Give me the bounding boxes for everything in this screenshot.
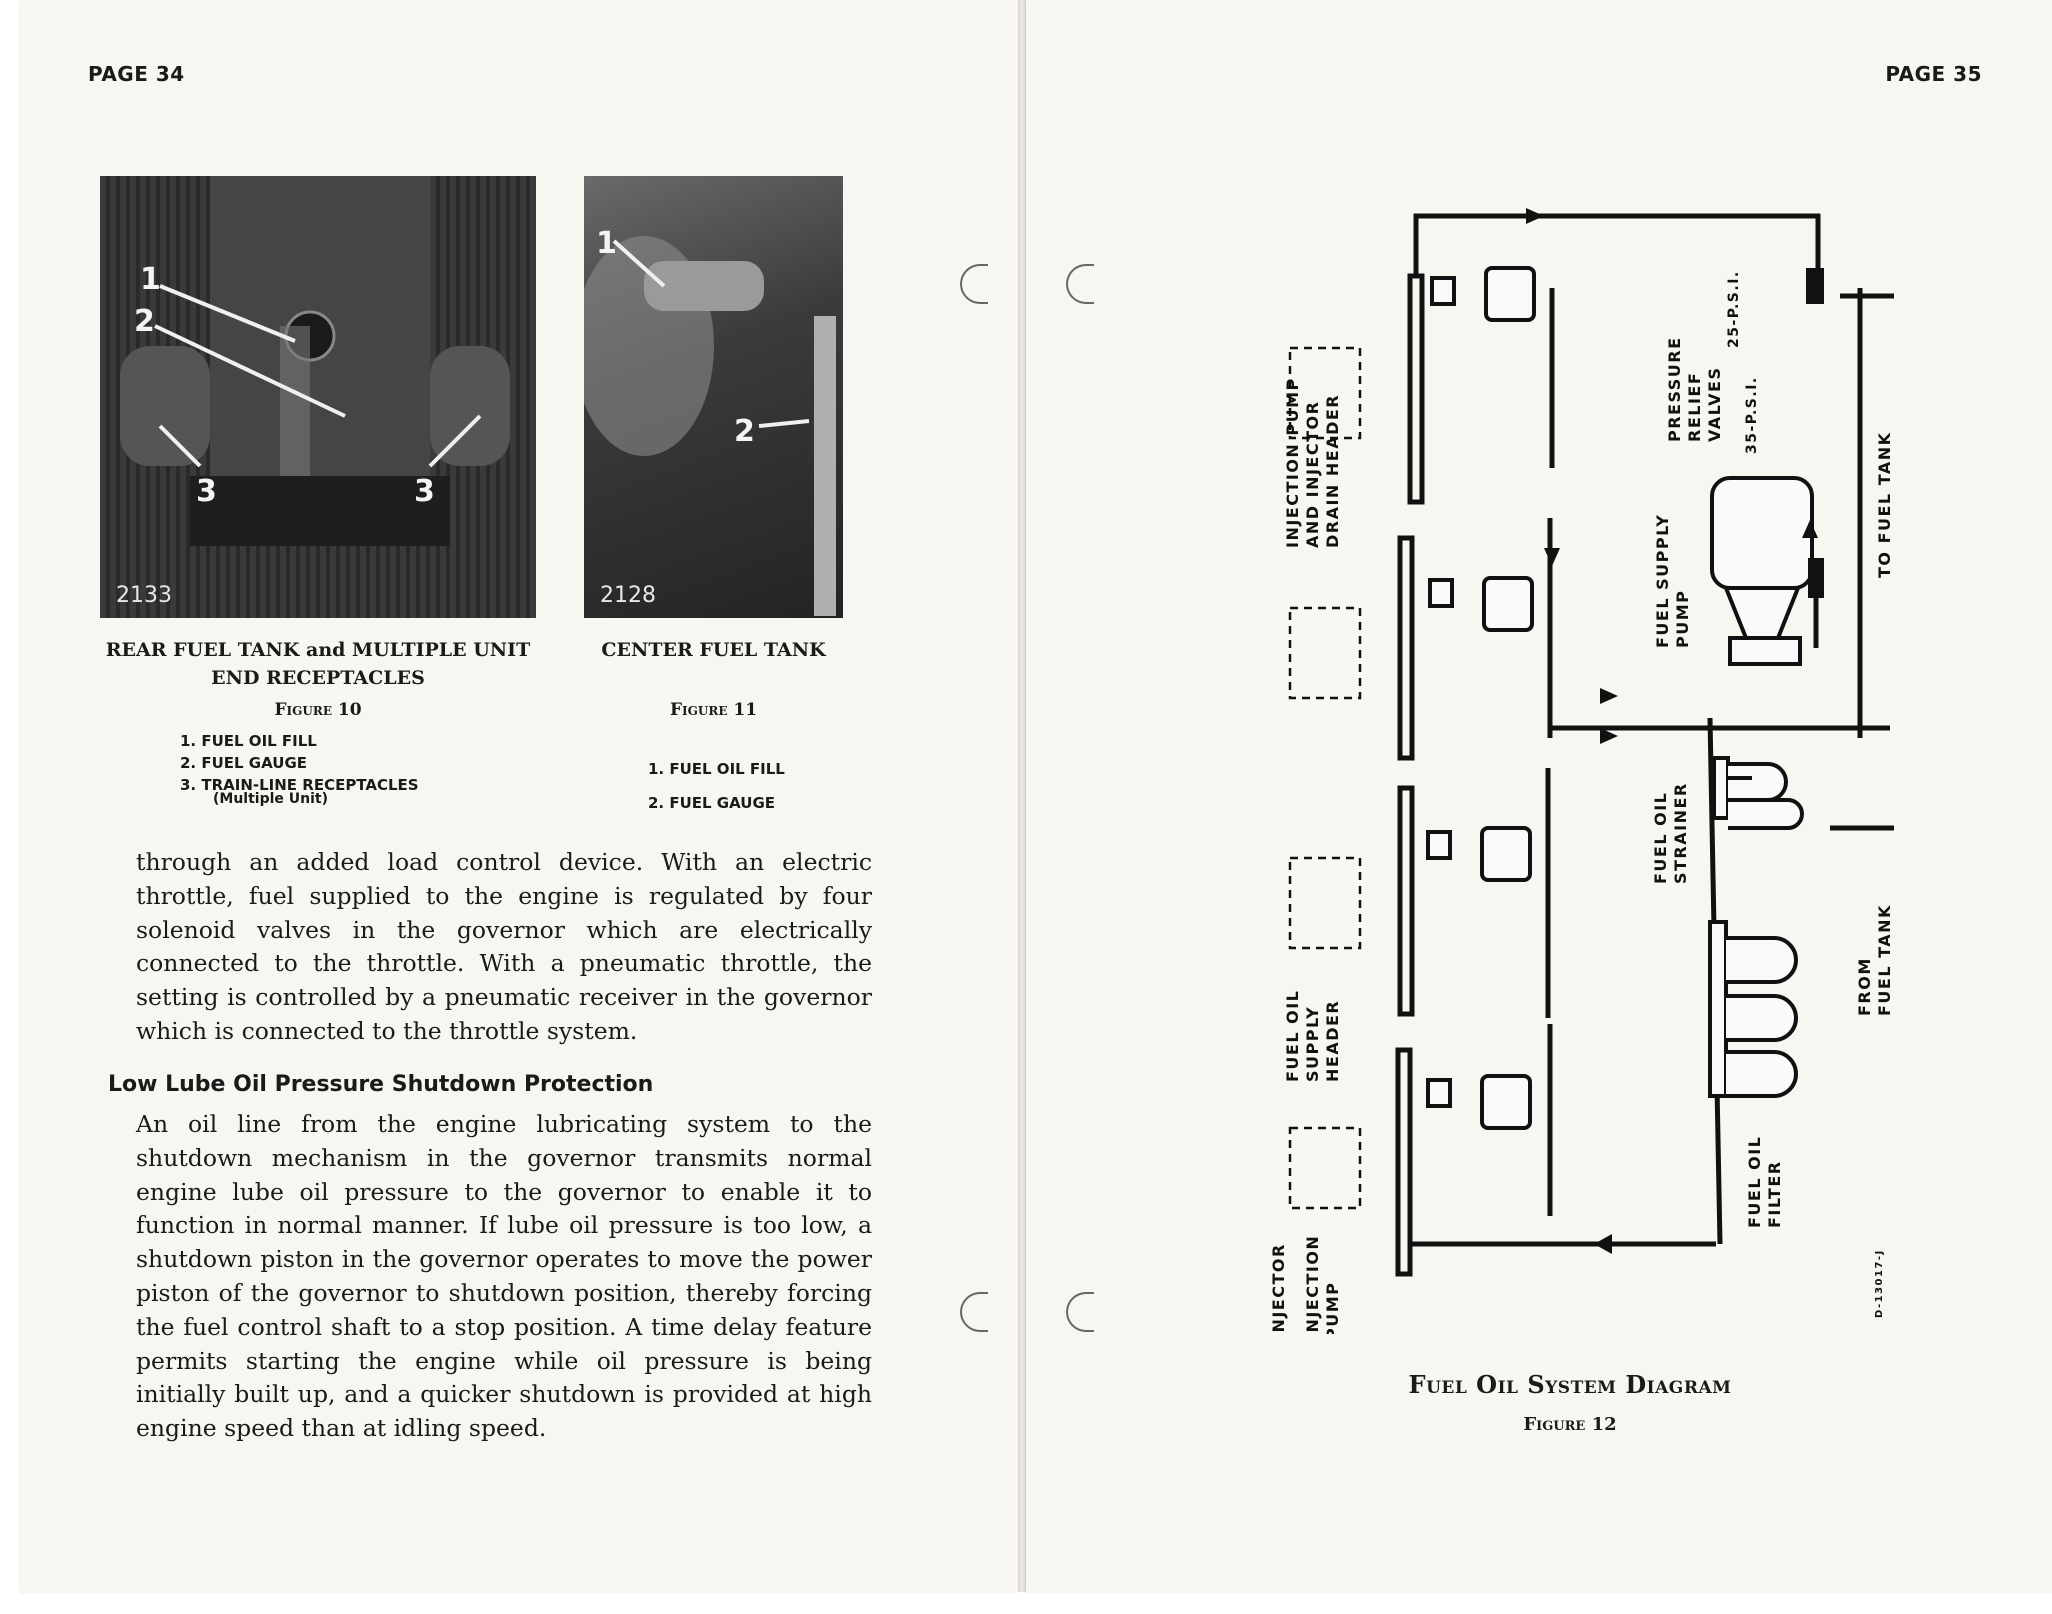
page-number-left: PAGE 34 [88, 62, 185, 86]
figure-11-legend: 1. FUEL OIL FILL 2. FUEL GAUGE [648, 752, 785, 820]
caption-line-2: END RECEPTACLES [211, 667, 425, 689]
label-fuel-supply-pump-1: FUEL SUPPLY [1653, 514, 1672, 648]
legend-item: 1. FUEL OIL FILL [180, 732, 317, 750]
photo-callout-2: 2 [134, 304, 155, 339]
binder-hole [1066, 264, 1094, 304]
diagram-title: Fuel Oil System Diagram [1408, 1370, 1732, 1399]
photo-center-fuel-tank: 2128 1 2 [584, 176, 843, 618]
label-to-fuel-tank: TO FUEL TANK [1875, 431, 1894, 578]
label-strainer-2: STRAINER [1671, 782, 1690, 884]
photo-callout-3: 3 [414, 474, 435, 509]
binder-hole [1066, 1292, 1094, 1332]
label-from-fuel-tank-1: FROM [1855, 957, 1874, 1016]
photo-callout-3: 3 [196, 474, 217, 509]
label-pressure-relief-3: VALVES [1705, 366, 1724, 442]
photo-id-2128: 2128 [600, 583, 656, 608]
left-page: PAGE 34 2133 1 2 3 3 [20, 0, 1018, 1592]
label-from-fuel-tank-2: FUEL TANK [1875, 904, 1894, 1016]
caption-figure-11: CENTER FUEL TANK [601, 639, 826, 661]
binder-hole [960, 264, 988, 304]
header-pipe [1395, 1047, 1413, 1277]
label-drain-header-3: DRAIN HEADER [1323, 394, 1342, 548]
legend-item: 1. FUEL OIL FILL [648, 760, 785, 778]
caption-figure-10: REAR FUEL TANK and MULTIPLE UNIT END REC… [100, 636, 536, 692]
label-injection-pump-1: INJECTION [1303, 1235, 1322, 1334]
photo-id-2133: 2133 [116, 583, 172, 608]
body-paragraph-1: through an added load control device. Wi… [136, 848, 872, 1045]
legend-item: 3. TRAIN-LINE RECEPTACLES [180, 776, 419, 794]
binder-hole [960, 1292, 988, 1332]
figure-10-label: Figure 10 [274, 700, 362, 720]
body-paragraph-2: An oil line from the engine lubricating … [136, 1110, 872, 1443]
legend-item: 2. FUEL GAUGE [180, 754, 308, 772]
label-supply-header-1: FUEL OIL [1283, 990, 1302, 1082]
legend-subitem: (Multiple Unit) [213, 791, 329, 807]
caption-line-1: REAR FUEL TANK and MULTIPLE UNIT [105, 639, 531, 661]
label-pressure-relief-2: RELIEF [1685, 372, 1704, 442]
label-injection-pump-2: PUMP [1323, 1282, 1342, 1334]
right-page: PAGE 35 [1026, 0, 2052, 1592]
label-drawing-number: D-13017-J [1874, 1249, 1885, 1318]
label-35-psi: 35-P.S.I. [1744, 376, 1760, 454]
photo-callout-1: 1 [140, 262, 161, 297]
label-fuel-supply-pump-2: PUMP [1673, 590, 1692, 648]
photo-callout-2: 2 [734, 414, 755, 449]
fuel-oil-system-diagram: INJECTION PUMP AND INJECTOR DRAIN HEADER… [1269, 208, 1894, 1334]
label-drain-header-2: AND INJECTOR [1303, 401, 1322, 548]
header-pipe [1397, 785, 1415, 1017]
header-pipe [1397, 535, 1415, 761]
figure-10-legend: 1. FUEL OIL FILL 2. FUEL GAUGE 3. TRAIN-… [180, 730, 419, 806]
label-25-psi: 25-P.S.I. [1726, 270, 1742, 348]
photo-callout-1: 1 [596, 226, 617, 261]
label-supply-header-2: SUPPLY [1303, 1006, 1322, 1082]
header-pipe [1407, 273, 1425, 505]
section-heading: Low Lube Oil Pressure Shutdown Protectio… [108, 1072, 654, 1097]
label-injector: INJECTOR [1269, 1243, 1288, 1334]
label-drain-header-1: INJECTION PUMP [1283, 377, 1302, 548]
label-filter-1: FUEL OIL [1745, 1136, 1764, 1228]
label-pressure-relief-1: PRESSURE [1665, 336, 1684, 442]
label-strainer-1: FUEL OIL [1651, 792, 1670, 884]
figure-12-label: Figure 12 [1523, 1414, 1617, 1435]
photo-rear-fuel-tank: 2133 1 2 3 3 [100, 176, 536, 618]
figure-11-label: Figure 11 [669, 700, 758, 720]
label-filter-2: FILTER [1765, 1160, 1784, 1228]
book-spine [1018, 0, 1026, 1592]
legend-item: 2. FUEL GAUGE [648, 794, 776, 812]
page-number-right: PAGE 35 [1885, 62, 1982, 86]
label-supply-header-3: HEADER [1323, 1000, 1342, 1082]
